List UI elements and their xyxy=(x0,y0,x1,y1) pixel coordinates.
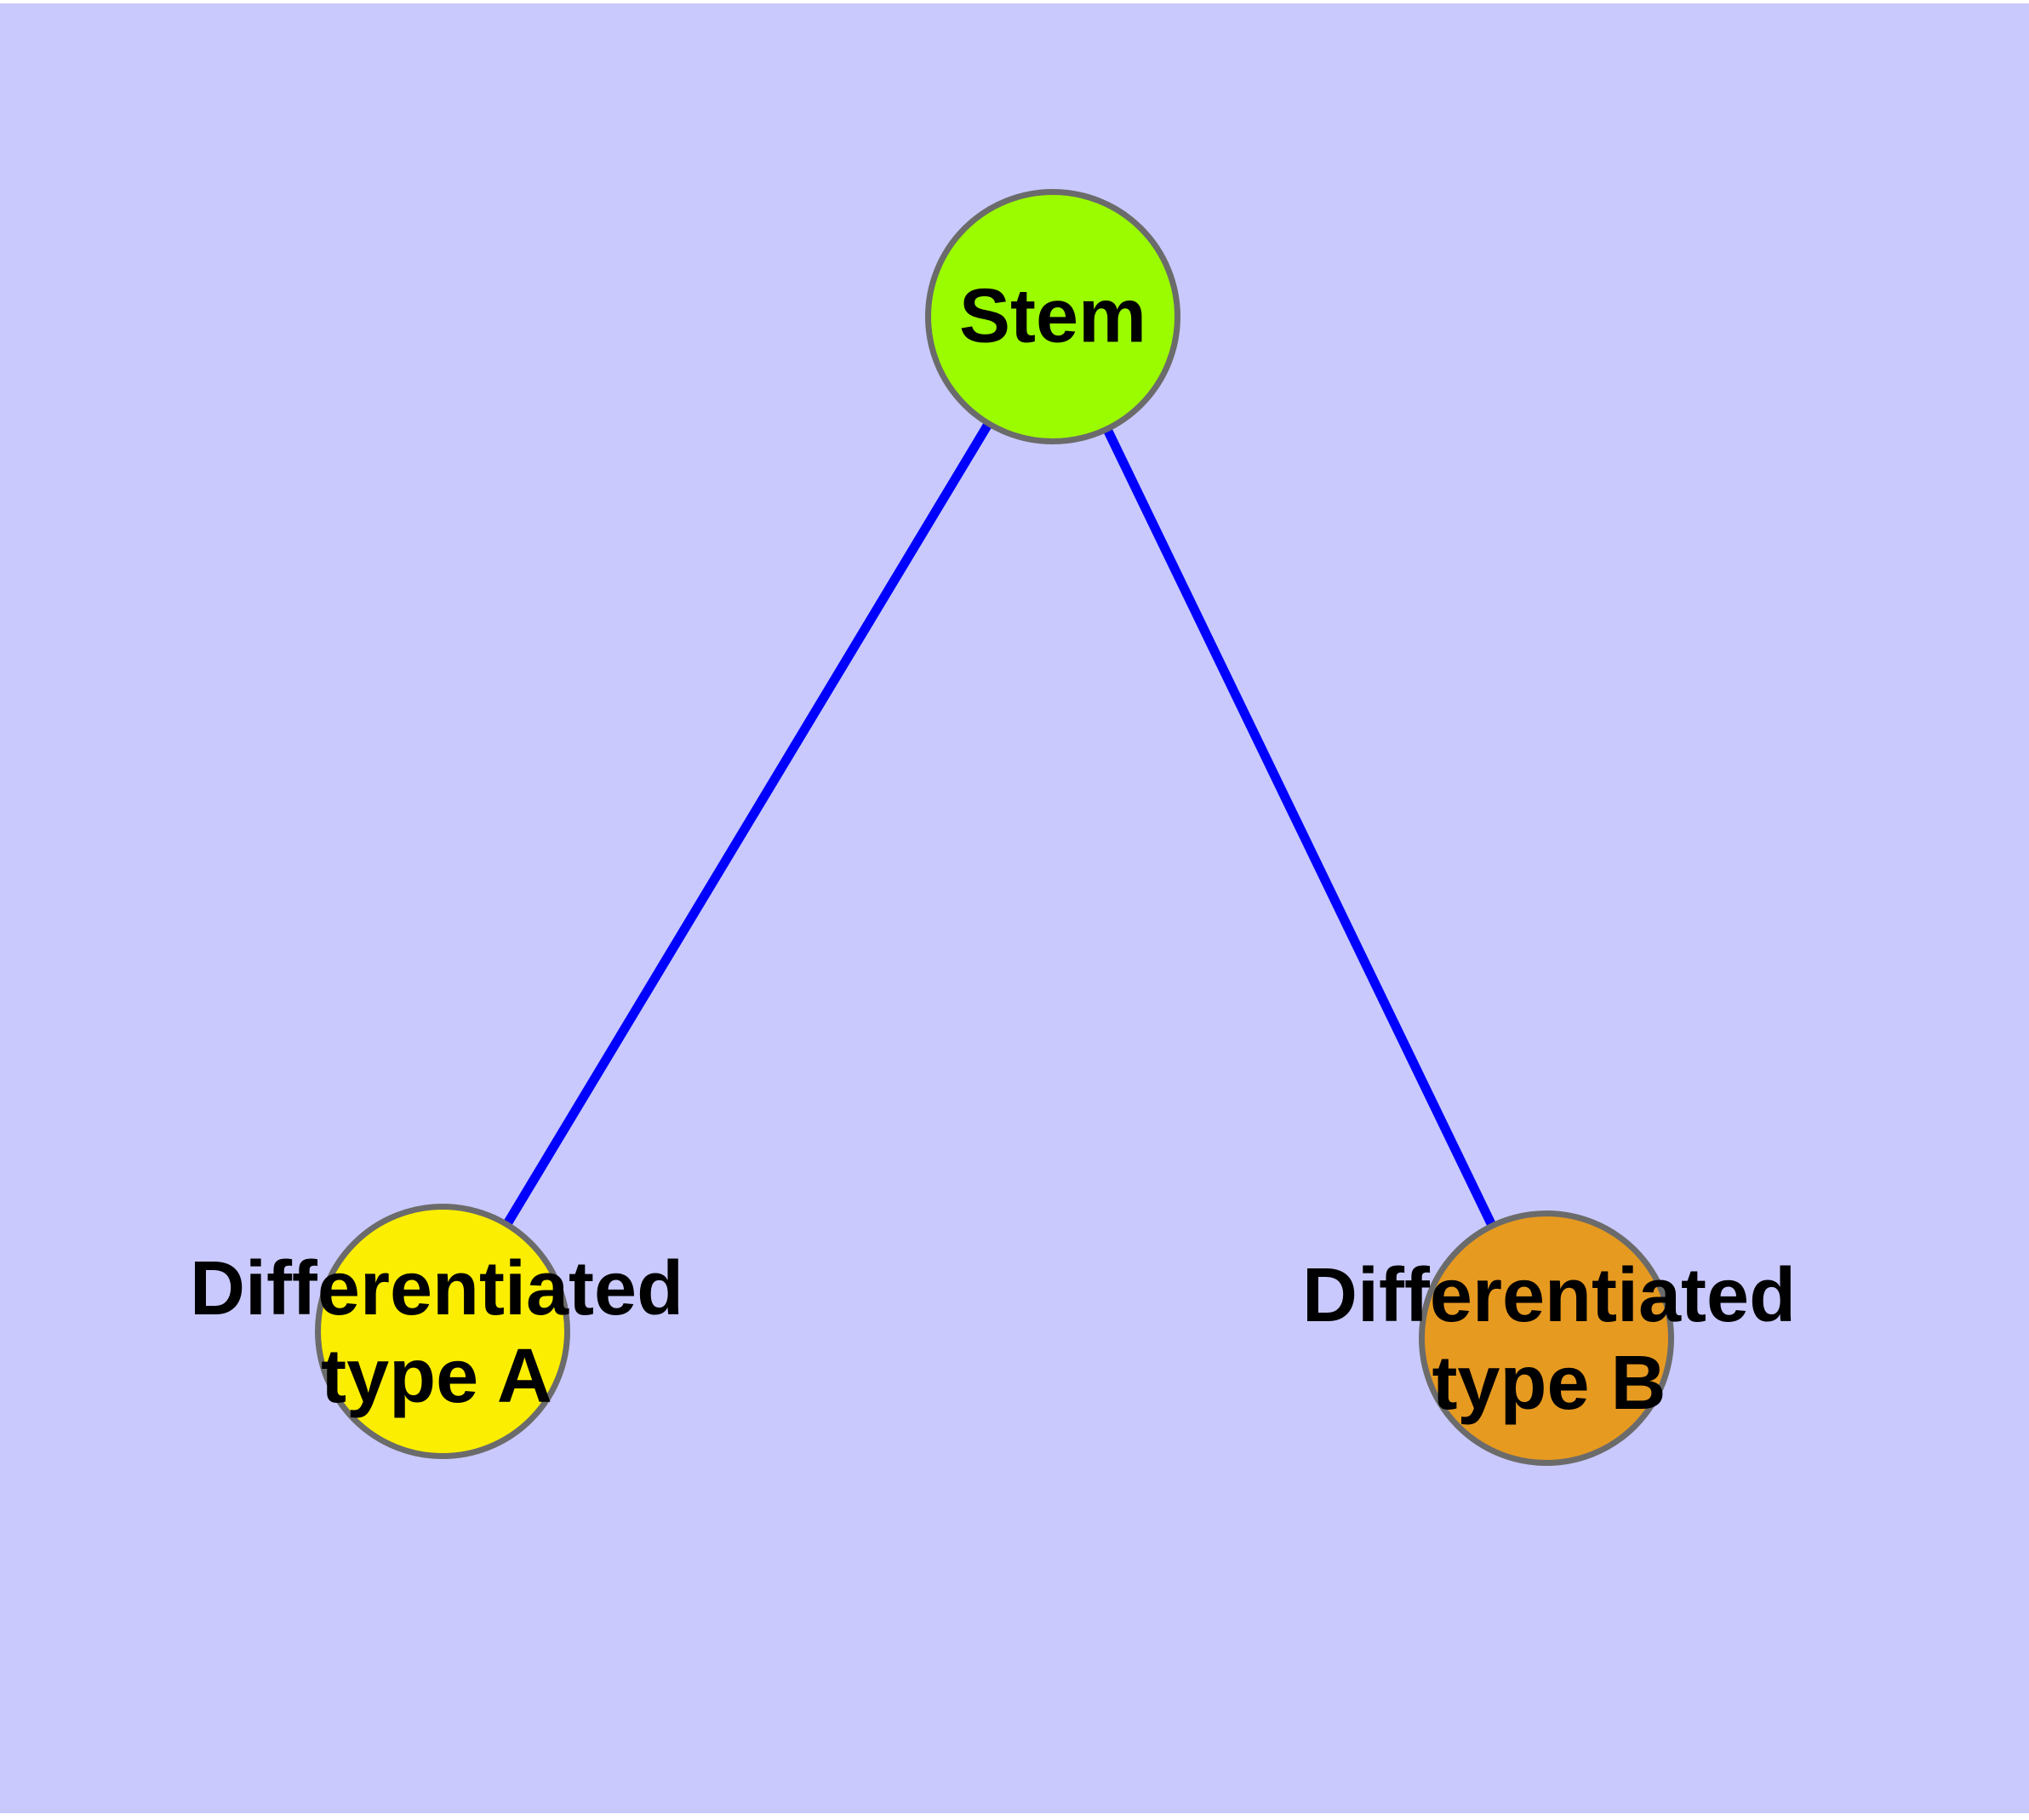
edge-stem-to-type-b xyxy=(1049,314,1551,1341)
edges-layer xyxy=(438,314,1551,1341)
node-stem-label: Stem xyxy=(959,273,1146,361)
node-a-label-line-2: type A xyxy=(321,1334,552,1419)
node-b-label-line-1: Differentiated xyxy=(1301,1253,1797,1338)
node-b-label-line-2: type B xyxy=(1432,1341,1666,1426)
node-differentiated-type-b xyxy=(1419,1210,1674,1466)
node-stem xyxy=(925,189,1180,444)
node-differentiated-type-a-label: Differentiated type A xyxy=(190,1245,683,1421)
node-a-label-line-1: Differentiated xyxy=(189,1246,684,1331)
graph-canvas: Stem Differentiated type A Differentiate… xyxy=(0,3,2029,1813)
node-stem-label-line: Stem xyxy=(958,273,1147,359)
node-differentiated-type-a xyxy=(315,1204,570,1459)
edge-stem-to-type-a xyxy=(438,314,1057,1334)
node-differentiated-type-b-label: Differentiated type B xyxy=(1302,1252,1796,1428)
